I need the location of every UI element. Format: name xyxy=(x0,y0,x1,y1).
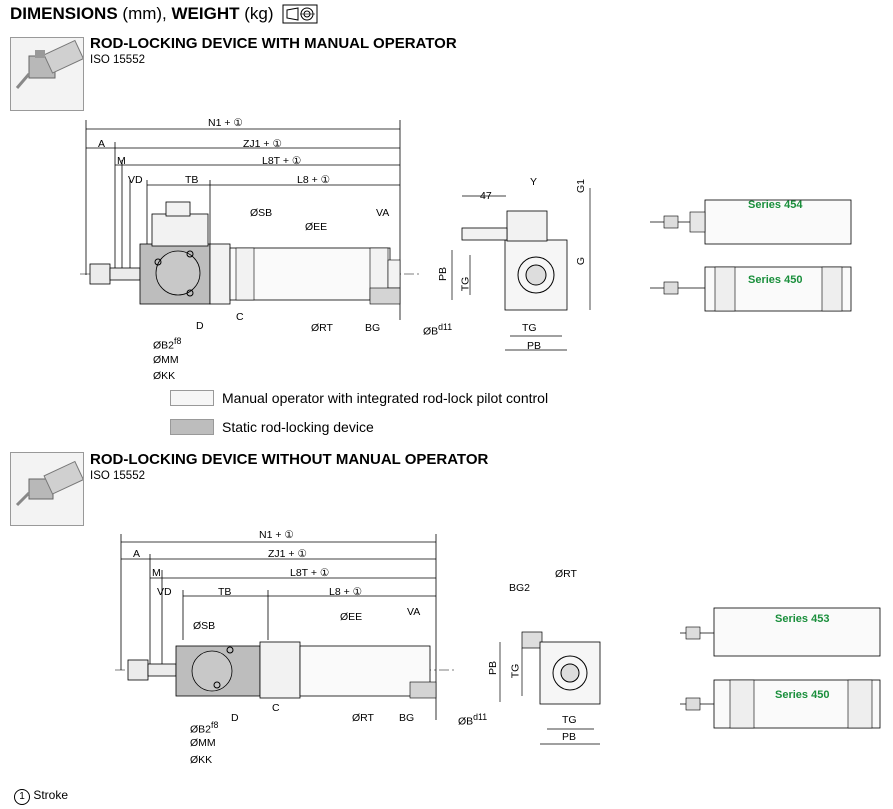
dim-bg2: BG2 xyxy=(509,582,531,594)
dim-okk: ØKK xyxy=(153,370,176,382)
legend-swatch-manual xyxy=(170,390,214,406)
manual-operator xyxy=(151,213,209,247)
dim-ort: ØRT xyxy=(311,322,333,334)
thumb-series-453 xyxy=(680,607,881,657)
dim-tg-2: TG xyxy=(509,663,522,679)
section2-title: ROD-LOCKING DEVICE WITHOUT MANUAL OPERAT… xyxy=(90,451,489,468)
dim-ob2: ØB2f8 xyxy=(153,336,182,352)
rod-nut xyxy=(89,263,111,285)
thumb-series-450 xyxy=(650,266,852,312)
dim-pb: PB xyxy=(437,266,450,282)
series-450-label-1: Series 450 xyxy=(748,274,803,286)
dim-m-2: M xyxy=(152,567,161,579)
drawing-without-manual-operator xyxy=(115,534,881,745)
series-454-label: Series 454 xyxy=(748,199,803,211)
dim-47: 47 xyxy=(480,190,492,202)
dim-g1: G1 xyxy=(575,178,588,194)
projection-symbol-icon xyxy=(282,4,318,24)
legend-manual-text: Manual operator with integrated rod-lock… xyxy=(222,390,549,406)
dim-okk-2: ØKK xyxy=(190,754,213,766)
section2-standard: ISO 15552 xyxy=(90,470,145,482)
series-453-label: Series 453 xyxy=(775,613,830,625)
dim-ob2-2: ØB2f8 xyxy=(190,720,219,736)
dim-vd-2: VD xyxy=(157,586,172,598)
dim-ob-2: ØBd11 xyxy=(458,712,488,728)
dim-l8: L8 + ① xyxy=(297,174,331,186)
dim-oee: ØEE xyxy=(305,221,328,233)
dim-m: M xyxy=(117,155,126,167)
thumb-series-450-2 xyxy=(680,679,881,729)
bg2-detail xyxy=(521,631,543,649)
piston-rod xyxy=(109,267,141,281)
dim-va-2: VA xyxy=(407,606,421,618)
dim-ort-2: ØRT xyxy=(352,712,374,724)
dim-l8t-2: L8T + ① xyxy=(290,567,330,579)
legend-static-text: Static rod-locking device xyxy=(222,419,374,435)
section1-title: ROD-LOCKING DEVICE WITH MANUAL OPERATOR xyxy=(90,35,457,52)
dim-n1: N1 + ① xyxy=(208,117,243,129)
product-photo-static xyxy=(10,452,85,526)
dim-ort-side: ØRT xyxy=(555,568,577,580)
dim-ob: ØBd11 xyxy=(423,322,453,338)
dim-pb-bottom: PB xyxy=(527,340,542,352)
dim-l8t: L8T + ① xyxy=(262,155,302,167)
dim-zj1-2: ZJ1 + ① xyxy=(268,548,307,560)
dim-tg-bottom-2: TG xyxy=(562,714,577,726)
dim-bg: BG xyxy=(365,322,381,334)
dim-pb-bottom-2: PB xyxy=(562,731,577,743)
page-title: DIMENSIONS (mm), WEIGHT (kg) xyxy=(10,4,274,23)
dim-tg: TG xyxy=(459,276,472,292)
dim-zj1: ZJ1 + ① xyxy=(243,138,282,150)
dim-omm: ØMM xyxy=(153,354,179,366)
product-photo-manual xyxy=(10,37,85,111)
footnote-circle: 1 xyxy=(14,789,30,805)
dim-d-2: D xyxy=(231,712,239,724)
footnote-stroke: 1 Stroke xyxy=(14,788,68,805)
dim-g: G xyxy=(575,256,588,266)
dim-d: D xyxy=(196,320,204,332)
cylinder-photo-icon xyxy=(15,39,85,89)
thumb-series-454 xyxy=(650,199,852,245)
dim-y: Y xyxy=(530,176,538,188)
dim-vd: VD xyxy=(128,174,143,186)
dim-bg-2: BG xyxy=(399,712,415,724)
dim-va: VA xyxy=(376,207,390,219)
section1-standard: ISO 15552 xyxy=(90,54,145,66)
dim-c: C xyxy=(236,311,244,323)
footnote-text: Stroke xyxy=(33,788,69,802)
dim-n1-2: N1 + ① xyxy=(259,529,294,541)
dim-a-2: A xyxy=(133,548,141,560)
cylinder-photo-icon xyxy=(15,460,85,507)
dim-tb-2: TB xyxy=(218,586,232,598)
dim-pb-2: PB xyxy=(487,660,500,676)
drawing-manual-operator xyxy=(80,120,852,351)
dim-tg-bottom: TG xyxy=(522,322,537,334)
legend-swatch-static xyxy=(170,419,214,435)
dim-a: A xyxy=(98,138,106,150)
dim-c-2: C xyxy=(272,702,280,714)
dim-l8-2: L8 + ① xyxy=(329,586,363,598)
dim-oee-2: ØEE xyxy=(340,611,363,623)
dim-osb: ØSB xyxy=(250,207,273,219)
series-450-label-2: Series 450 xyxy=(775,689,830,701)
dim-omm-2: ØMM xyxy=(190,737,216,749)
cylinder-barrel-2 xyxy=(299,645,431,697)
dim-osb-2: ØSB xyxy=(193,620,216,632)
dim-tb: TB xyxy=(185,174,199,186)
